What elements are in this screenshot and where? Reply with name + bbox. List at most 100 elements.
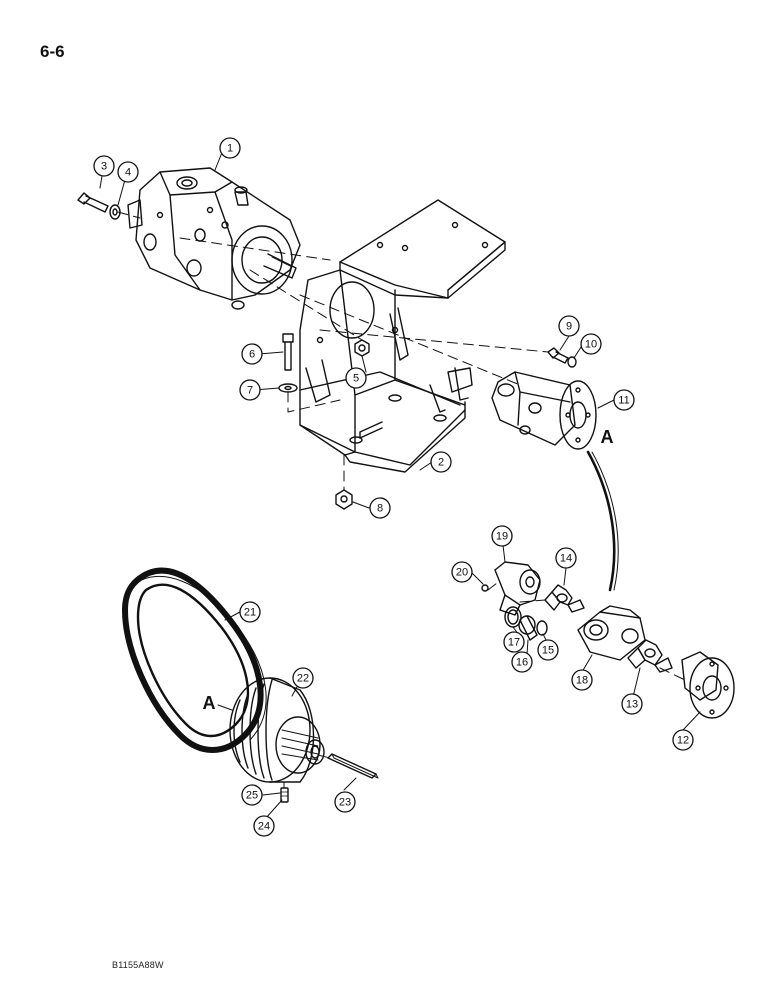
callout-circle: [292, 667, 314, 689]
bolt-9: [547, 347, 569, 364]
cross-bearing-13: [627, 639, 673, 673]
callout-label: 25: [246, 790, 258, 802]
callout-13: 13: [621, 693, 643, 715]
callout-21: 21: [239, 601, 261, 623]
callout-circle: [503, 631, 525, 653]
callout-circle: [345, 367, 367, 389]
callout-circle: [672, 729, 694, 751]
callout-label: 24: [258, 821, 270, 833]
callout-label: 20: [456, 567, 468, 579]
nut-8: [335, 489, 353, 510]
callout-3: 3: [93, 155, 115, 177]
callout-15: 15: [537, 639, 559, 661]
page-number: 6-6: [40, 42, 65, 61]
bolt-6: [282, 333, 294, 371]
callout-circle: [621, 693, 643, 715]
yoke-19: [494, 561, 541, 616]
callout-label: 7: [247, 385, 253, 397]
callout-17: 17: [503, 631, 525, 653]
reference-letter-a-flange: A: [601, 427, 614, 447]
key-23: [327, 753, 379, 779]
callout-circle: [369, 497, 391, 519]
callout-12: 12: [672, 729, 694, 751]
callout-circle: [537, 639, 559, 661]
callout-circle: [555, 547, 577, 569]
callout-16: 16: [511, 651, 533, 673]
callout-circle: [241, 343, 263, 365]
reference-letter-a-pulley: A: [203, 693, 216, 713]
callout-label: 6: [249, 349, 255, 361]
hydraulic-pump: [127, 167, 301, 310]
callout-label: 18: [576, 675, 588, 687]
cross-bearing-14: [544, 584, 585, 613]
pulley-22: [229, 677, 325, 783]
callout-20: 20: [451, 561, 473, 583]
callout-label: 22: [297, 673, 309, 685]
callout-4: 4: [117, 161, 139, 183]
callout-circle: [93, 155, 115, 177]
callout-label: 13: [626, 699, 638, 711]
callout-circle: [253, 815, 275, 837]
washer-10: [567, 356, 577, 368]
center-yoke-18: [577, 605, 646, 661]
callout-22: 22: [292, 667, 314, 689]
callout-label: 23: [339, 797, 351, 809]
callout-circle: [219, 137, 241, 159]
grease-fitting-20: [481, 584, 489, 592]
bolt-3: [77, 192, 109, 213]
callout-label: 5: [353, 373, 359, 385]
callout-19: 19: [491, 525, 513, 547]
callout-circle: [117, 161, 139, 183]
callout-14: 14: [555, 547, 577, 569]
callout-label: 11: [618, 395, 629, 407]
callout-25: 25: [241, 784, 263, 806]
callout-label: 12: [677, 735, 689, 747]
callout-label: 2: [438, 457, 444, 469]
callout-label: 21: [244, 607, 256, 619]
flange-yoke-12: [681, 651, 735, 719]
flange-adapter-11: [491, 371, 597, 450]
callout-6: 6: [241, 343, 263, 365]
callout-label: 3: [101, 161, 107, 173]
drive-belt-21: [122, 567, 267, 753]
callout-11: 11: [613, 389, 635, 411]
callout-label: 1: [227, 143, 233, 155]
nut-5: [354, 339, 370, 357]
callout-5: 5: [345, 367, 367, 389]
callout-1: 1: [219, 137, 241, 159]
callout-18: 18: [571, 669, 593, 691]
callout-24: 24: [253, 815, 275, 837]
callout-label: 8: [377, 503, 383, 515]
callout-label: 16: [516, 657, 528, 669]
callout-circle: [334, 791, 356, 813]
callout-circle: [558, 315, 580, 337]
callout-10: 10: [580, 333, 602, 355]
washer-7: [278, 383, 298, 393]
figure-code: B1155A88W: [112, 960, 164, 970]
callout-circle: [239, 601, 261, 623]
callout-circle: [580, 333, 602, 355]
callout-label: 14: [560, 553, 572, 565]
callout-circle: [430, 451, 452, 473]
callout-8: 8: [369, 497, 391, 519]
callout-label: 10: [585, 339, 597, 351]
callout-23: 23: [334, 791, 356, 813]
callout-circle: [239, 379, 261, 401]
callout-circle: [491, 525, 513, 547]
callout-9: 9: [558, 315, 580, 337]
callout-2: 2: [430, 451, 452, 473]
callout-label: 9: [566, 321, 572, 333]
callout-circle: [241, 784, 263, 806]
callout-circle: [451, 561, 473, 583]
callout-label: 15: [542, 645, 554, 657]
callout-circle: [571, 669, 593, 691]
callout-circle: [613, 389, 635, 411]
callout-label: 17: [508, 637, 520, 649]
mounting-bracket: [299, 199, 506, 473]
bearing-cup-16: [518, 615, 538, 641]
callout-circle: [511, 651, 533, 673]
callout-label: 19: [496, 531, 508, 543]
callout-label: 4: [125, 167, 131, 179]
